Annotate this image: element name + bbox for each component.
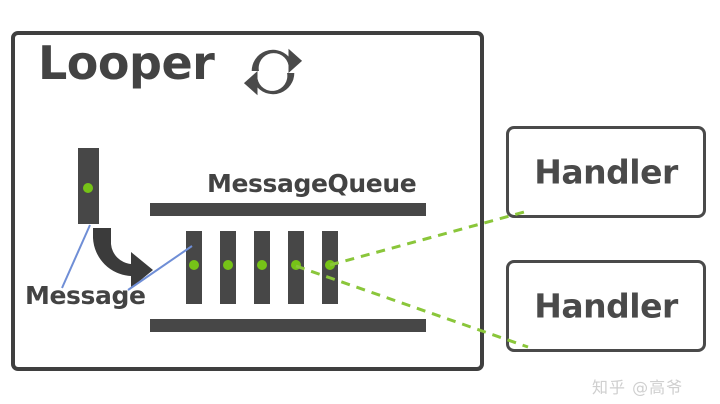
queue-slot-1-dot <box>189 260 199 270</box>
message-label: Message <box>25 281 146 310</box>
message-queue-title: MessageQueue <box>207 169 417 198</box>
queue-slot-3-dot <box>257 260 267 270</box>
looper-title: Looper <box>38 36 215 90</box>
handler-label-2: Handler <box>534 286 678 326</box>
handler-box-2[interactable]: Handler <box>506 260 706 352</box>
queue-slot-4-dot <box>291 260 301 270</box>
queue-slot-5-dot <box>325 260 335 270</box>
watermark: 知乎 @高爷 <box>592 378 684 397</box>
message-queue-bottom-rail <box>150 319 426 332</box>
queue-slot-2-dot <box>223 260 233 270</box>
handler-box-1[interactable]: Handler <box>506 126 706 218</box>
standalone-message-dot <box>83 183 93 193</box>
handler-label-1: Handler <box>534 152 678 192</box>
message-queue-top-rail <box>150 203 426 216</box>
loop-refresh-icon <box>242 41 304 103</box>
